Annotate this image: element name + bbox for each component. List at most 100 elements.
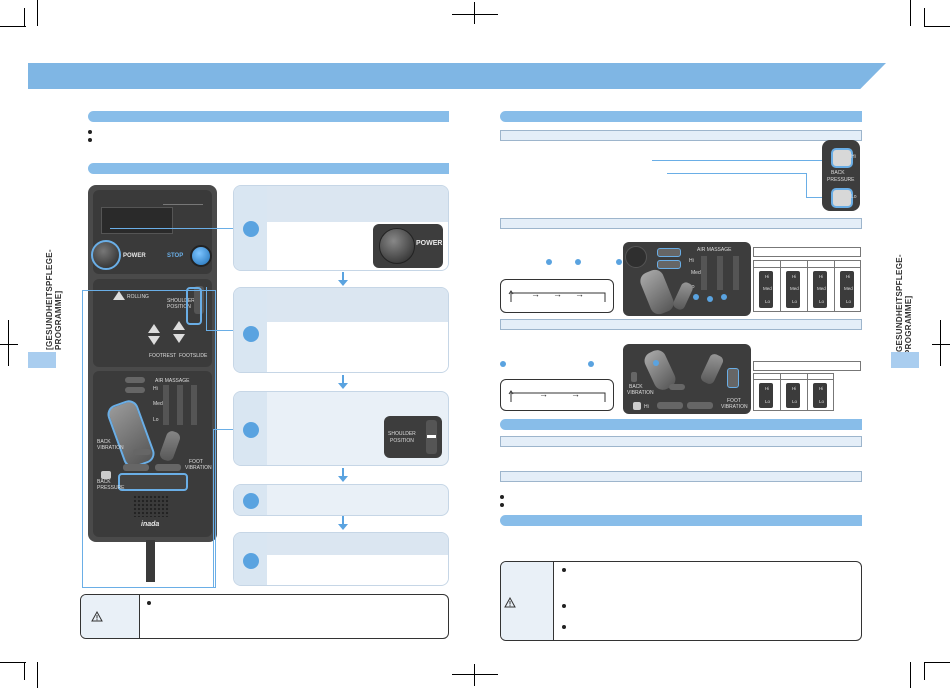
side-label-left: [GESUNDHEITSPFLEGE-PROGRAMME] xyxy=(45,249,63,350)
mode-button-1[interactable] xyxy=(123,464,149,471)
vib-leg-shape xyxy=(699,352,725,386)
vibration-panel-illustration: BACK VIBRATION FOOT VIBRATION Hi xyxy=(623,344,751,414)
remote-control: POWER STOP ROLLING SHOULDER POSITION FOO… xyxy=(88,185,217,542)
loop-arrow xyxy=(508,390,606,402)
bp-lo-label: Lo xyxy=(851,194,857,200)
step-number-1 xyxy=(243,221,259,237)
level-table-2: Hi Lo Hi Lo Hi Lo xyxy=(753,373,834,411)
stop-label: STOP xyxy=(167,253,184,259)
flow-arrow-stem xyxy=(342,516,344,524)
mode-button-center[interactable] xyxy=(133,449,151,455)
air-button-2[interactable] xyxy=(125,387,145,393)
power-button-large xyxy=(379,228,415,264)
step-card-2 xyxy=(233,287,449,373)
step-dot xyxy=(616,259,622,265)
step-number-3 xyxy=(243,422,259,438)
bullet xyxy=(88,130,92,134)
power-label: POWER xyxy=(123,253,146,259)
footslide-label: FOOTSLIDE xyxy=(179,353,208,359)
panel-highlight-dot xyxy=(693,294,699,300)
side-tab-left xyxy=(28,352,56,368)
vlvl-lo: Lo xyxy=(765,399,771,404)
vibration-label: VIBRATION xyxy=(97,445,124,451)
flow-arrow xyxy=(338,476,348,482)
page-banner xyxy=(28,63,886,89)
auto-program-buttons[interactable] xyxy=(118,473,188,491)
inada-logo: inada xyxy=(141,521,160,528)
section-header-right-3 xyxy=(500,515,862,526)
air-slider-3[interactable] xyxy=(191,385,197,425)
rolling-up-button[interactable] xyxy=(113,291,125,300)
crop-mark xyxy=(910,0,911,26)
flow-arrow-stem xyxy=(342,375,344,383)
vib-vibration-label: VIBRATION xyxy=(627,390,654,396)
vlvl-hi: Hi xyxy=(819,386,824,391)
air-button-1[interactable] xyxy=(125,377,145,383)
lvl-med: Med xyxy=(844,286,853,291)
vib-foot-vibration-label: VIBRATION xyxy=(721,404,748,410)
bullet xyxy=(147,601,151,605)
step-dot xyxy=(500,361,506,367)
footslide-up-button[interactable] xyxy=(173,321,185,330)
lvl-lo: Lo xyxy=(846,299,852,304)
connector-line xyxy=(206,287,207,331)
connector-line xyxy=(206,330,234,331)
panel-highlight-dot xyxy=(721,294,727,300)
bp-pressure-label: PRESSURE xyxy=(827,177,855,183)
crop-mark xyxy=(0,344,18,345)
level-indicator-3: Hi Med Lo xyxy=(813,271,827,308)
flow-arrow xyxy=(338,383,348,389)
bullet xyxy=(500,495,504,499)
vib-back-label: BACK xyxy=(629,384,643,390)
stop-button[interactable] xyxy=(190,245,212,267)
air-slider-2[interactable] xyxy=(177,385,183,425)
level-table-1-header xyxy=(753,247,861,257)
crop-mark xyxy=(474,2,475,24)
footrest-down-button[interactable] xyxy=(148,336,160,345)
air-slider-1[interactable] xyxy=(163,385,169,425)
subheader-bar xyxy=(500,130,862,141)
flow-diagram-1: → → → xyxy=(500,279,614,313)
position-label: POSITION xyxy=(167,304,191,310)
flow-arrow-stem xyxy=(342,272,344,280)
lvl-lo: Lo xyxy=(819,299,825,304)
shoulder-position-button[interactable] xyxy=(194,286,204,314)
subheader-bar xyxy=(500,218,862,229)
vib-mode-button-2 xyxy=(687,402,713,409)
subheader-bar xyxy=(500,471,862,482)
shoulder-label: SHOULDER xyxy=(167,298,195,304)
subheader-bar xyxy=(500,319,862,330)
mode-button-2[interactable] xyxy=(155,464,181,471)
footslide-down-button[interactable] xyxy=(173,334,185,343)
crop-mark xyxy=(940,320,941,366)
shoulder-indicator xyxy=(427,435,436,438)
air-lo-label: Lo xyxy=(153,417,159,423)
level-indicator-2: Hi Med Lo xyxy=(786,271,800,308)
lvl-med: Med xyxy=(790,286,799,291)
flow-arrow-right: → xyxy=(571,389,580,399)
subheader-bar xyxy=(500,436,862,447)
remote-highlight-frame xyxy=(82,290,216,588)
step-card-4 xyxy=(233,484,449,516)
lvl-med: Med xyxy=(817,286,826,291)
flow-arrow xyxy=(338,280,348,286)
lvl-hi: Hi xyxy=(792,274,797,279)
footrest-up-button[interactable] xyxy=(148,324,160,333)
back-pressure-switch[interactable] xyxy=(101,471,111,479)
power-button[interactable] xyxy=(91,240,121,270)
air-massage-label: AIR MASSAGE xyxy=(155,378,190,384)
panel-leg-shape xyxy=(671,280,695,312)
step-card-1: POWER xyxy=(233,185,449,271)
connector-line xyxy=(213,429,214,587)
warning-icon xyxy=(91,611,103,622)
side-label-right: [GESUNDHEITSPFLEGE-PROGRAMME] xyxy=(895,254,913,355)
vlvl-hi: Hi xyxy=(792,386,797,391)
vib-level-indicator-1: Hi Lo xyxy=(759,383,773,408)
remote-lower-panel: AIR MASSAGE Hi Med Lo BACK VIBRATION FOO… xyxy=(93,371,212,537)
remote-display xyxy=(101,207,173,234)
step-dot xyxy=(546,259,552,265)
vib-level-indicator-2: Hi Lo xyxy=(786,383,800,408)
panel-hi-label: Hi xyxy=(689,258,694,264)
crop-mark xyxy=(452,674,498,675)
back-pressure-switch-illustration: Hi BACK PRESSURE Lo xyxy=(822,140,860,211)
